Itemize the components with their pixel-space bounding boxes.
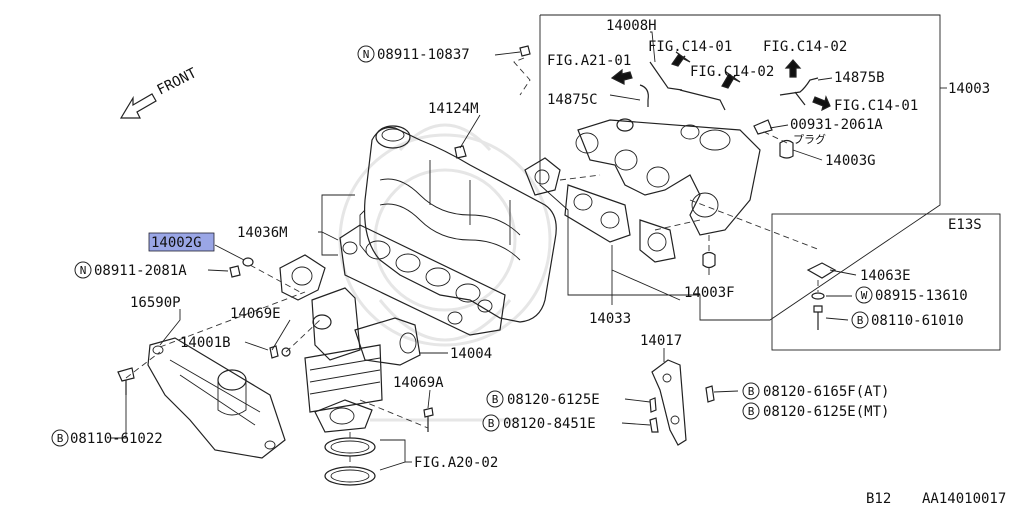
label-08911-2081a: 08911-2081A: [94, 263, 187, 279]
leader-lines: [110, 31, 857, 471]
label-14875b: 14875B: [834, 70, 885, 86]
badge-w-08915-13610: W: [855, 286, 873, 304]
label-08911-10837: 08911-10837: [377, 47, 470, 63]
label-08120-6125e-mt: 08120-6125E(MT): [763, 404, 889, 420]
label-fig-c14-02-top: FIG.C14-02: [763, 39, 847, 55]
svg-text:B: B: [748, 385, 755, 398]
label-14069a: 14069A: [393, 375, 444, 391]
label-fig-a21-01: FIG.A21-01: [547, 53, 631, 69]
label-14069e: 14069E: [230, 306, 281, 322]
highlight-14002g: [148, 232, 215, 252]
front-direction-arrow: FRONT: [119, 65, 200, 119]
label-08120-6125e: 08120-6125E: [507, 392, 600, 408]
badge-b-08110-61022: B: [51, 429, 69, 447]
bolt-08110-61022-shape: [117, 367, 135, 395]
badge-b-08120-6125e: B: [486, 390, 504, 408]
svg-text:B: B: [748, 405, 755, 418]
svg-text:B: B: [57, 432, 64, 445]
badge-n-08911-2081a: N: [74, 261, 92, 279]
breather-hoses: [639, 61, 819, 111]
label-fig-c14-01-right: FIG.C14-01: [834, 98, 918, 114]
manifold-gasket-14036m: [339, 224, 506, 336]
heat-shield-cover-16590p: [147, 337, 286, 459]
svg-text:N: N: [80, 264, 87, 277]
front-label: FRONT: [155, 65, 200, 99]
label-08120-8451e: 08120-8451E: [503, 416, 596, 432]
svg-text:N: N: [363, 48, 370, 61]
label-14036m: 14036M: [237, 225, 288, 241]
label-plug: プラグ: [793, 132, 826, 146]
dashed-guides: [125, 57, 821, 467]
e13s-label: E13S: [948, 217, 982, 233]
svg-text:B: B: [492, 393, 499, 406]
label-08120-6165f-at: 08120-6165F(AT): [763, 384, 889, 400]
exhaust-outlet-14004: [279, 254, 421, 433]
exhaust-manifold-14003: [575, 118, 761, 236]
label-14001b: 14001B: [180, 335, 231, 351]
label-14063e: 14063E: [860, 268, 911, 284]
figure-arrows: [610, 51, 831, 112]
label-16590p: 16590P: [130, 295, 181, 311]
label-00931-2061a: 00931-2061A: [790, 117, 883, 133]
label-fig-a20-02: FIG.A20-02: [414, 455, 498, 471]
footer-diagram-code: AA14010017: [922, 491, 1006, 507]
label-08110-61010: 08110-61010: [871, 313, 964, 329]
label-14003: 14003: [948, 81, 990, 97]
e13s-hardware: [806, 262, 837, 330]
e13s-detail-box: E13S: [771, 213, 1001, 351]
assembly-14003-outline: [539, 14, 947, 321]
badge-b-08120-6125e-mt: B: [742, 402, 760, 420]
svg-text:B: B: [857, 314, 864, 327]
svg-text:W: W: [861, 289, 868, 302]
badge-b-08120-6165f: B: [742, 382, 760, 400]
label-14004: 14004: [450, 346, 492, 362]
svg-text:B: B: [488, 417, 495, 430]
label-fig-c14-01-top: FIG.C14-01: [648, 39, 732, 55]
badge-b-08110-61010: B: [851, 311, 869, 329]
part-labels: 14008H FIG.A21-01 FIG.C14-01 FIG.C14-02 …: [70, 18, 1006, 507]
label-14003f: 14003F: [684, 285, 735, 301]
label-14875c: 14875C: [547, 92, 598, 108]
label-14124m: 14124M: [428, 101, 479, 117]
badge-b-08120-8451e: B: [482, 414, 500, 432]
label-08915-13610: 08915-13610: [875, 288, 968, 304]
label-14002g: 14002G: [151, 235, 202, 251]
circled-badges: N N B W B B B B: [51, 45, 873, 447]
badge-n-08911-10837: N: [357, 45, 375, 63]
footer-page-ref: B12: [866, 491, 891, 507]
watermark: [338, 123, 552, 422]
label-14033: 14033: [589, 311, 631, 327]
bracket-14017: [651, 359, 687, 446]
label-14008h: 14008H: [606, 18, 657, 34]
exhaust-gasket-14033: [524, 157, 676, 263]
label-14003g: 14003G: [825, 153, 876, 169]
label-08110-61022: 08110-61022: [70, 431, 163, 447]
cylinder-head-block: [359, 125, 557, 323]
label-fig-c14-02-mid: FIG.C14-02: [690, 64, 774, 80]
label-14017: 14017: [640, 333, 682, 349]
